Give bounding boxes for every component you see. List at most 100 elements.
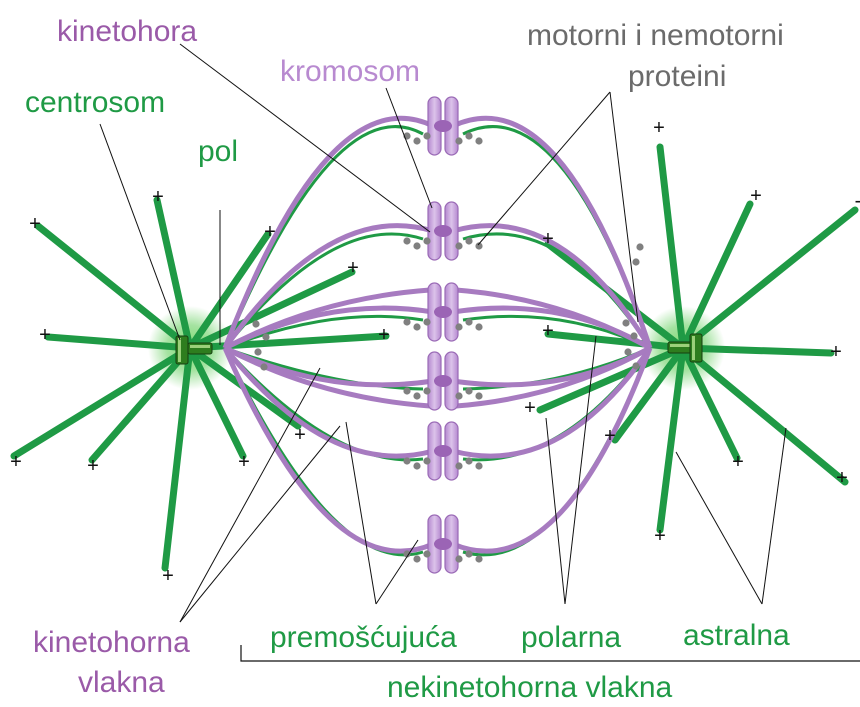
label-kromosom: kromosom bbox=[280, 55, 420, 88]
leader-line bbox=[385, 87, 433, 209]
kinetochore-fiber bbox=[452, 345, 652, 388]
leader-line bbox=[609, 91, 639, 323]
motor-protein bbox=[252, 320, 260, 328]
chromosomes bbox=[427, 96, 459, 574]
plus-sign: + bbox=[750, 185, 762, 207]
left-centrosome bbox=[175, 335, 213, 365]
kinetochore bbox=[434, 375, 452, 387]
motor-protein bbox=[423, 237, 431, 245]
label-kinetohorna-line1: kinetohorna bbox=[33, 626, 190, 659]
plus-sign: + bbox=[264, 221, 276, 243]
plus-sign: + bbox=[542, 228, 554, 250]
astral-microtubule-left bbox=[88, 344, 194, 464]
leader-line bbox=[545, 417, 566, 605]
label-premoscujuca: premošćujuća bbox=[270, 621, 457, 654]
leader-line bbox=[345, 421, 377, 605]
astral-microtubule-right bbox=[679, 344, 849, 486]
kinetochore-fiber bbox=[452, 346, 653, 459]
motor-protein bbox=[455, 462, 463, 470]
plus-sign: + bbox=[732, 451, 744, 473]
motor-protein bbox=[423, 550, 431, 558]
motor-protein bbox=[622, 319, 630, 327]
motor-protein bbox=[636, 243, 644, 251]
chromosome bbox=[427, 421, 459, 481]
minus-sign: - bbox=[855, 190, 860, 212]
polar-microtubule-short bbox=[536, 344, 687, 414]
astral-microtubule-left bbox=[34, 222, 194, 352]
motor-protein bbox=[254, 348, 262, 356]
plus-sign: + bbox=[604, 425, 616, 447]
plus-sign: + bbox=[542, 320, 554, 342]
leader-line bbox=[179, 425, 341, 623]
plus-sign: + bbox=[29, 213, 41, 235]
astral-microtubule-right bbox=[679, 344, 835, 357]
motor-protein bbox=[475, 137, 483, 145]
polar-microtubule-short bbox=[186, 268, 356, 352]
motor-protein bbox=[632, 258, 640, 266]
motor-protein bbox=[413, 323, 421, 331]
plus-sign: + bbox=[836, 467, 848, 489]
motor-protein bbox=[423, 387, 431, 395]
motor-protein bbox=[475, 242, 483, 250]
astral-microtubule-right bbox=[679, 206, 859, 352]
astral-microtubule-right bbox=[656, 143, 687, 352]
chromosome bbox=[427, 201, 459, 261]
label-kinetohora: kinetohora bbox=[57, 15, 197, 48]
leader-line bbox=[761, 427, 787, 605]
plus-sign: + bbox=[653, 117, 665, 139]
kinetochore-fiber bbox=[451, 115, 653, 349]
plus-sign: + bbox=[10, 451, 22, 473]
plus-sign: + bbox=[347, 257, 359, 279]
motor-protein bbox=[403, 387, 411, 395]
label-pol: pol bbox=[198, 135, 238, 168]
motor-protein bbox=[465, 387, 473, 395]
leader-line bbox=[477, 91, 611, 246]
astral-microtubule-left bbox=[10, 344, 194, 460]
leader-line bbox=[375, 539, 419, 605]
motor-protein bbox=[475, 462, 483, 470]
kinetochore-fiber bbox=[222, 223, 434, 350]
kinetochore-fiber bbox=[452, 223, 653, 350]
label-centrosom: centrosom bbox=[25, 86, 165, 119]
leader-line bbox=[179, 367, 321, 623]
label-motorni-line1: motorni i nemotorni bbox=[527, 19, 784, 52]
kinetochore bbox=[434, 120, 452, 132]
motor-protein bbox=[630, 332, 638, 340]
leader-line bbox=[564, 335, 597, 605]
chromosome bbox=[427, 351, 459, 411]
plus-sign: + bbox=[152, 186, 164, 208]
label-polarna: polarna bbox=[521, 621, 621, 654]
astral-microtubule-right bbox=[679, 344, 741, 462]
motor-protein bbox=[262, 333, 270, 341]
plus-sign: + bbox=[87, 455, 99, 477]
motor-protein bbox=[455, 137, 463, 145]
label-motorni-line2: proteini bbox=[628, 60, 726, 93]
plus-sign: + bbox=[524, 397, 536, 419]
kinetochore-fiber bbox=[455, 287, 652, 351]
right-centrosome bbox=[667, 333, 703, 363]
motor-proteins bbox=[252, 132, 644, 563]
plus-sign: + bbox=[162, 565, 174, 587]
chromosome bbox=[427, 96, 459, 156]
kinetochore-fiber bbox=[223, 345, 431, 409]
astral-microtubule-right bbox=[611, 344, 687, 444]
motor-protein bbox=[413, 392, 421, 400]
motor-protein bbox=[624, 348, 632, 356]
kinetochore-fiber bbox=[223, 287, 431, 351]
plus-sign: + bbox=[238, 451, 250, 473]
motor-protein bbox=[475, 555, 483, 563]
astral-microtubule-left bbox=[44, 333, 194, 352]
motor-protein bbox=[465, 457, 473, 465]
motor-protein bbox=[475, 392, 483, 400]
motor-protein bbox=[465, 132, 473, 140]
microtubule-end-signs: +++++++++++++++++++++- bbox=[10, 117, 860, 587]
astral-microtubule-left bbox=[186, 230, 272, 352]
kinetochore bbox=[434, 538, 452, 550]
motor-protein bbox=[260, 363, 268, 371]
plus-sign: + bbox=[378, 324, 390, 346]
polar-microtubule-short bbox=[186, 332, 390, 352]
plus-sign: + bbox=[294, 424, 306, 446]
leader-line bbox=[99, 123, 181, 341]
label-astralna: astralna bbox=[683, 619, 790, 652]
